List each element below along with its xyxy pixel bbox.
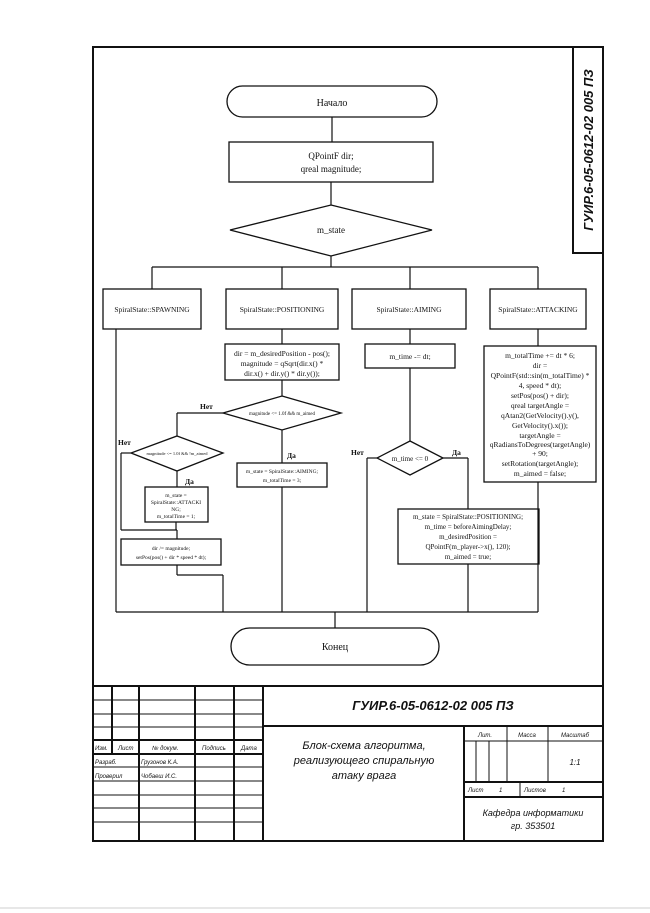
move-process: dir /= magnitude; setPos(pos() + dir * s… [120, 538, 222, 566]
case-aiming-label: SpiralState::AIMING [377, 305, 443, 314]
inner-no-label: Нет [118, 438, 131, 447]
move-line-2: setPos(pos() + dir * speed * dt); [136, 554, 207, 561]
case-positioning-label: SpiralState::POSITIONING [240, 305, 325, 314]
aiming-yes-line-1: m_state = SpiralState::POSITIONING; [413, 513, 523, 521]
sheet-number: 1 [499, 788, 502, 794]
col-izm: Изм. [95, 746, 108, 752]
positioning-line-1: dir = m_desiredPosition - pos(); [234, 349, 330, 358]
attacking-line-11: + 90; [532, 449, 548, 458]
lit-label: Лит. [477, 733, 492, 739]
inner-condition: magnitude <= 1.0f && !m_aimed [129, 435, 225, 472]
stamp-doc-code: ГУИР.6-05-0612-02 005 ПЗ [352, 698, 514, 713]
drawing-frame [92, 46, 604, 842]
attacking-line-7: qAtan2(GetVelocity().y(), [501, 411, 579, 420]
decl-line-2: qreal magnitude; [301, 164, 362, 174]
outer-yes-line-1: m_state = SpiralState::AIMING; [246, 469, 319, 475]
rotated-doc-code: ГУИР.6-05-0612-02 005 ПЗ [581, 69, 596, 231]
case-aiming: SpiralState::AIMING [351, 288, 467, 330]
rotated-code-box: ГУИР.6-05-0612-02 005 ПЗ [572, 47, 603, 254]
inner-yes-line-1: m_state = [165, 493, 187, 499]
start-label: Начало [317, 98, 348, 109]
sheets-number: 1 [562, 788, 565, 794]
attacking-process: m_totalTime += dt * 6; dir = QPointF(std… [483, 345, 597, 483]
inner-yes-line-3: NG; [171, 507, 181, 513]
scale-value: 1:1 [569, 758, 580, 767]
attacking-line-4: 4, speed * dt); [519, 381, 562, 390]
stamp-title-line-3: атаку врага [332, 770, 396, 782]
case-attacking-label: SpiralState::ATTACKING [498, 305, 578, 314]
scale-label: Масштаб [561, 733, 590, 739]
positioning-line-3: dir.x() + dir.y() * dir.y()); [244, 369, 320, 378]
aiming-condition-label: m_time <= 0 [392, 455, 429, 463]
switch-decision: m_state [229, 204, 433, 257]
attacking-line-1: m_totalTime += dt * 6; [505, 351, 575, 360]
attacking-line-2: dir = [533, 361, 547, 370]
attacking-line-5: setPos(pos() + dir); [511, 391, 569, 400]
sheets-label: Листов [523, 788, 546, 794]
outer-condition: magnitude <= 1.0f && m_aimed [220, 395, 344, 431]
aiming-yes-line-3: m_desiredPosition = [439, 533, 497, 541]
end-label: Конец [322, 642, 349, 653]
department: Кафедра информатики [483, 808, 584, 818]
case-spawning: SpiralState::SPAWNING [102, 288, 202, 330]
mass-label: Масса [518, 733, 536, 739]
move-line-1: dir /= magnitude; [152, 546, 191, 552]
aiming-condition: m_time <= 0 [375, 440, 445, 476]
outer-yes-process: m_state = SpiralState::AIMING; m_totalTi… [236, 462, 328, 488]
aiming-line: m_time -= dt; [389, 352, 430, 361]
attacking-line-10: qRadiansToDegrees(targetAngle) [490, 440, 591, 449]
aiming-yes-label: Да [452, 448, 461, 457]
checker-name: Чобаеш И.С. [141, 774, 177, 780]
attacking-line-6: qreal targetAngle = [511, 401, 569, 410]
aiming-process: m_time -= dt; [364, 343, 456, 369]
aiming-yes-line-5: m_aimed = true; [445, 553, 491, 561]
attacking-line-8: GetVelocity().x()); [512, 421, 568, 430]
declaration-block: QPointF dir; qreal magnitude; [228, 141, 434, 183]
inner-condition-label: magnitude <= 1.0f && !m_aimed [147, 451, 209, 456]
case-attacking: SpiralState::ATTACKING [489, 288, 587, 330]
attacking-line-13: m_aimed = false; [514, 469, 566, 478]
end-terminal: Конец [230, 627, 440, 666]
stamp-title-line-2: реализующего спиральную [293, 755, 435, 767]
inner-yes-process: m_state = SpiralState::ATTACKI NG; m_tot… [144, 486, 209, 523]
sheet-label: Лист [467, 788, 483, 794]
group: гр. 353501 [511, 821, 555, 831]
outer-yes-label: Да [287, 451, 296, 460]
flowchart: Начало QPointF dir; qreal magnitude; m_s… [102, 85, 597, 666]
col-sign: Подпись [202, 746, 226, 752]
aiming-yes-line-2: m_time = beforeAimingDelay; [425, 523, 512, 531]
attacking-line-9: targetAngle = [519, 431, 560, 440]
positioning-process: dir = m_desiredPosition - pos(); magnitu… [224, 343, 340, 381]
outer-condition-label: magnitude <= 1.0f && m_aimed [249, 412, 316, 417]
developer-name: Грузонов К.А. [141, 760, 179, 766]
inner-yes-line-4: m_totalTime = 1; [157, 514, 196, 520]
attacking-line-3: QPointF(std::sin(m_totalTime) * [491, 371, 590, 380]
aiming-yes-line-4: QPointF(m_player->x(), 120); [425, 543, 510, 551]
role-developer: Разраб. [95, 760, 117, 766]
col-date: Дата [240, 746, 257, 752]
attacking-line-12: setRotation(targetAngle); [502, 459, 579, 468]
start-terminal: Начало [226, 85, 438, 118]
decl-line-1: QPointF dir; [308, 151, 353, 161]
aiming-yes-process: m_state = SpiralState::POSITIONING; m_ti… [397, 508, 540, 565]
role-checker: Проверил [95, 774, 123, 780]
outer-no-label: Нет [200, 402, 213, 411]
col-doc: № докум. [152, 745, 178, 752]
col-list: Лист [117, 746, 133, 752]
inner-yes-line-2: SpiralState::ATTACKI [151, 500, 201, 506]
positioning-line-2: magnitude = qSqrt(dir.x() * [241, 359, 324, 368]
case-spawning-label: SpiralState::SPAWNING [114, 305, 190, 314]
inner-yes-label: Да [185, 477, 194, 486]
aiming-no-label: Нет [351, 448, 364, 457]
case-positioning: SpiralState::POSITIONING [225, 288, 339, 330]
switch-label: m_state [317, 225, 345, 235]
title-block: Изм. Лист № докум. Подпись Дата Разраб. … [93, 685, 603, 841]
stamp-title-line-1: Блок-схема алгоритма, [302, 740, 425, 752]
outer-yes-line-2: m_totalTime = 3; [263, 478, 302, 484]
